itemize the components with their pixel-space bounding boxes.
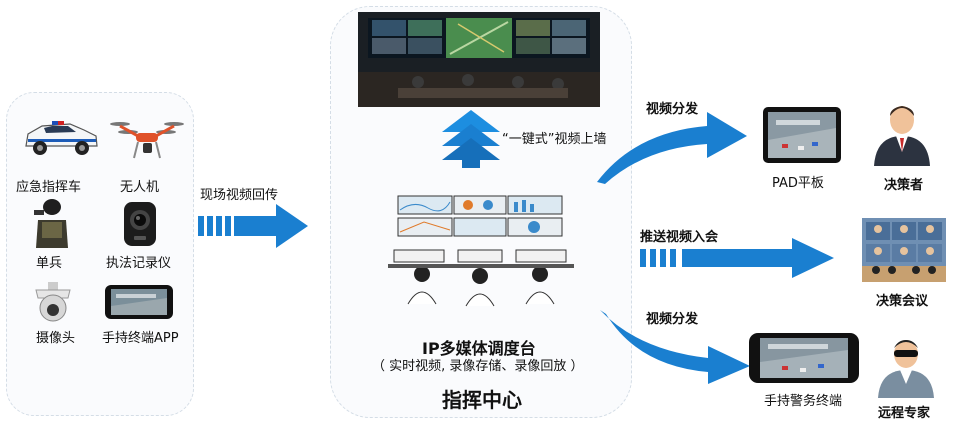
decision-meeting-label: 决策会议: [876, 294, 929, 309]
handheld-terminal-icon: [749, 333, 859, 383]
decision-maker-label: 决策者: [884, 178, 924, 193]
soldier-icon: [34, 199, 68, 248]
platform-title: IP多媒体调度台: [422, 339, 536, 358]
backhaul-arrow: [198, 204, 308, 248]
handheld-terminal-label: 手持警务终端: [764, 394, 843, 409]
emergency-vehicle-label: 应急指挥车: [16, 180, 82, 195]
drone-label: 无人机: [120, 180, 160, 195]
handheld-phone-icon: [105, 285, 173, 319]
remote-expert-icon: [878, 340, 934, 398]
body-camera-icon: [124, 202, 156, 246]
pad-label: PAD平板: [772, 176, 824, 191]
push-meeting-label: 推送视频入会: [640, 230, 719, 245]
camera-label: 摄像头: [36, 331, 76, 346]
handheld-app-label: 手持终端APP: [102, 331, 179, 346]
distribute-arrow-top: [597, 112, 747, 184]
platform-subtitle: （ 实时视频, 录像存储、录像回放 ）: [372, 359, 584, 374]
backhaul-label: 现场视频回传: [200, 188, 279, 203]
video-dist-bottom-label: 视频分发: [646, 312, 699, 327]
decision-maker-icon: [874, 106, 930, 166]
dome-camera-icon: [35, 282, 71, 322]
video-wall-photo: [358, 12, 600, 107]
law-recorder-label: 执法记录仪: [106, 256, 172, 271]
video-dist-top-label: 视频分发: [646, 102, 699, 117]
dispatch-console-illustration: [388, 195, 574, 307]
police-car-icon: [25, 121, 98, 155]
one-key-wall-label: “一键式”视频上墙: [502, 132, 607, 147]
drone-icon: [110, 122, 184, 159]
push-meeting-arrow: [640, 238, 834, 278]
decision-meeting-photo: [862, 218, 946, 282]
up-arrow-stack: [442, 110, 500, 168]
remote-expert-label: 远程专家: [878, 406, 931, 421]
distribute-arrow-bottom: [600, 310, 750, 384]
pad-tablet-icon: [763, 107, 841, 163]
command-center-title: 指挥中心: [442, 388, 522, 412]
soldier-label: 单兵: [36, 256, 63, 271]
